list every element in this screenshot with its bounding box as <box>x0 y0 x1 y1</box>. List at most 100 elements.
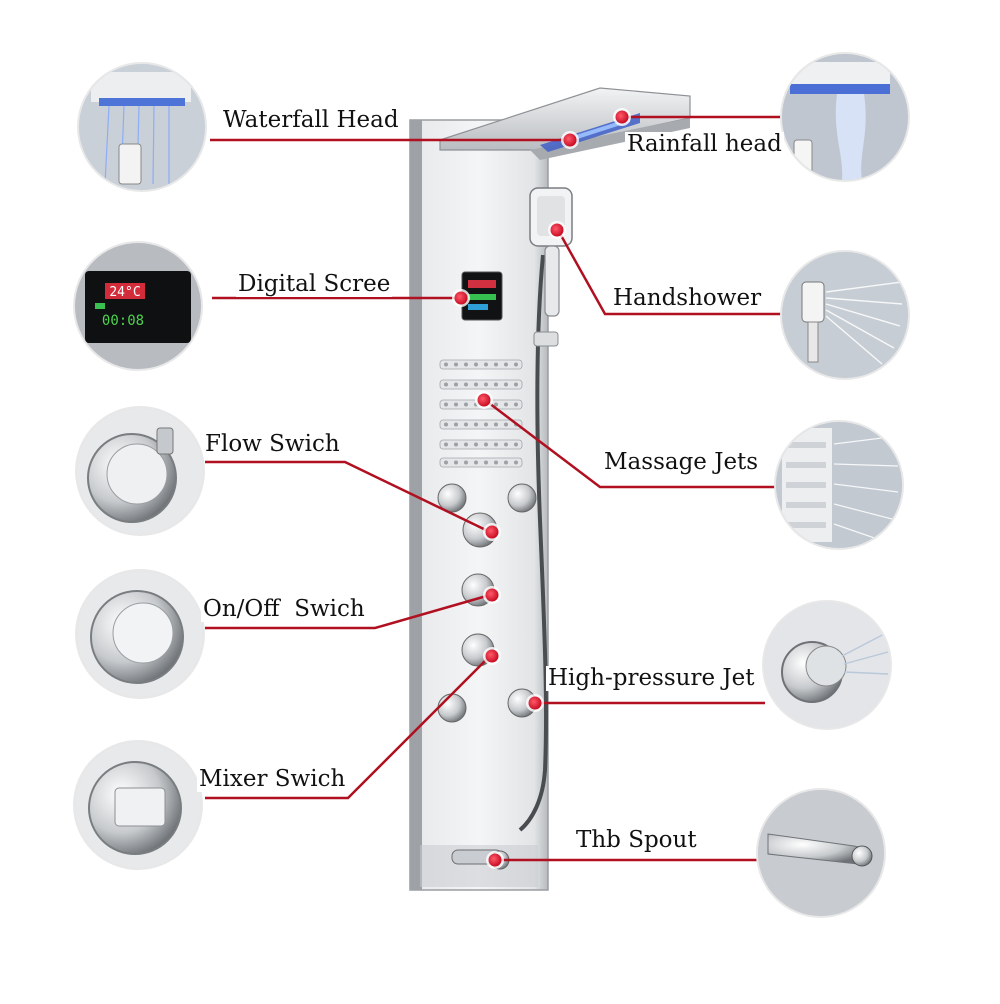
marker-flow-switch <box>485 525 499 539</box>
massage-jet-nozzle <box>474 442 478 447</box>
on-off-switch-image <box>77 571 203 697</box>
panel-digital-screen <box>461 271 503 321</box>
marker-waterfall-head <box>563 133 577 147</box>
marker-handshower <box>550 223 564 237</box>
marker-massage-jets <box>477 393 491 407</box>
massage-jet-nozzle <box>484 362 488 367</box>
mixer-switch-image <box>75 742 201 868</box>
label-high-pressure-jet: High-pressure Jet <box>546 665 757 692</box>
massage-jet-row <box>439 379 523 390</box>
screen-time-readout: 00:08 <box>102 313 144 329</box>
massage-jet-nozzle <box>504 362 508 367</box>
thumbnail-mixer-switch <box>75 742 201 868</box>
massage-jet-nozzle <box>444 460 448 465</box>
massage-jet-nozzle <box>474 460 478 465</box>
massage-jet-nozzle <box>444 362 448 367</box>
massage-jet-nozzle <box>474 422 478 427</box>
massage-jet-nozzle <box>504 460 508 465</box>
high-pressure-jet-image <box>764 602 890 728</box>
thumbnail-rainfall-head <box>782 54 908 180</box>
massage-jet-row <box>439 419 523 430</box>
leader-massage-jets <box>484 399 785 489</box>
flow-switch-image <box>77 408 203 534</box>
massage-jet-nozzle <box>514 362 518 367</box>
massage-jet-nozzle <box>464 422 468 427</box>
marker-rainfall-head <box>615 110 629 124</box>
thumbnail-digital-screen: 24°C 00:08 <box>75 243 201 369</box>
panel-knobs <box>437 483 537 870</box>
screen-temperature-readout: 24°C <box>109 285 140 300</box>
digital-screen-image: 24°C 00:08 <box>75 243 201 369</box>
label-waterfall-head: Waterfall Head <box>221 107 401 134</box>
label-handshower: Handshower <box>611 285 764 312</box>
handshower-image <box>782 252 908 378</box>
massage-jets-image <box>776 422 902 548</box>
massage-jet-nozzle <box>474 382 478 387</box>
massage-jet-nozzle <box>504 382 508 387</box>
massage-jet-nozzle <box>514 382 518 387</box>
tub-spout-image <box>758 790 884 916</box>
marker-high-pressure-jet <box>528 696 542 710</box>
label-rainfall-head: Rainfall head <box>625 131 784 158</box>
massage-jet-nozzle <box>504 422 508 427</box>
massage-jet-nozzle <box>464 442 468 447</box>
leader-mixer-switch <box>205 655 491 800</box>
thumbnail-tub-spout <box>758 790 884 916</box>
waterfall-head-image <box>79 64 205 190</box>
leader-handshower <box>556 229 785 316</box>
thumbnail-handshower <box>782 252 908 378</box>
leader-on-off-switch <box>205 593 491 630</box>
massage-jet-nozzle <box>454 362 458 367</box>
massage-jet-nozzle <box>484 442 488 447</box>
label-on-off-switch: On/Off Swich <box>201 596 367 623</box>
massage-jet-nozzle <box>464 382 468 387</box>
label-flow-switch: Flow Swich <box>203 431 342 458</box>
label-tub-spout: Thb Spout <box>574 827 699 854</box>
massage-jet-nozzle <box>494 362 498 367</box>
massage-jet-nozzle <box>494 442 498 447</box>
massage-jet-nozzle <box>454 422 458 427</box>
massage-jet-nozzle <box>494 460 498 465</box>
rainfall-head-image <box>782 54 908 180</box>
massage-jet-nozzle <box>474 362 478 367</box>
massage-jet-row <box>439 439 523 450</box>
massage-jet-row <box>439 457 523 468</box>
massage-jet-nozzle <box>464 460 468 465</box>
marker-digital-screen <box>454 291 468 305</box>
massage-jet-nozzle <box>494 402 498 407</box>
massage-jet-nozzle <box>444 402 448 407</box>
leader-flow-switch <box>205 460 491 534</box>
massage-jet-row <box>439 359 523 370</box>
massage-jet-nozzle <box>484 460 488 465</box>
massage-jet-nozzle <box>464 362 468 367</box>
label-mixer-switch: Mixer Swich <box>197 766 348 793</box>
massage-jet-nozzle <box>444 422 448 427</box>
massage-jet-rows <box>439 359 523 468</box>
massage-jet-nozzle <box>464 402 468 407</box>
massage-jet-nozzle <box>444 382 448 387</box>
massage-jet-nozzle <box>504 442 508 447</box>
marker-tub-spout <box>488 853 502 867</box>
massage-jet-nozzle <box>454 442 458 447</box>
leader-lines <box>205 115 785 862</box>
massage-jet-nozzle <box>454 402 458 407</box>
massage-jet-nozzle <box>484 382 488 387</box>
massage-jet-nozzle <box>494 422 498 427</box>
massage-jet-nozzle <box>454 382 458 387</box>
thumbnail-flow-switch <box>77 408 203 534</box>
massage-jet-nozzle <box>514 460 518 465</box>
thumbnail-on-off-switch <box>77 571 203 697</box>
massage-jet-nozzle <box>444 442 448 447</box>
callout-markers <box>452 108 631 869</box>
massage-jet-nozzle <box>454 460 458 465</box>
massage-jet-nozzle <box>494 382 498 387</box>
marker-mixer-switch <box>485 649 499 663</box>
massage-jet-nozzle <box>484 422 488 427</box>
thumbnail-massage-jets <box>776 422 902 548</box>
label-massage-jets: Massage Jets <box>602 449 761 476</box>
thumbnail-high-pressure-jet <box>764 602 890 728</box>
massage-jet-nozzle <box>514 402 518 407</box>
marker-on-off-switch <box>485 588 499 602</box>
